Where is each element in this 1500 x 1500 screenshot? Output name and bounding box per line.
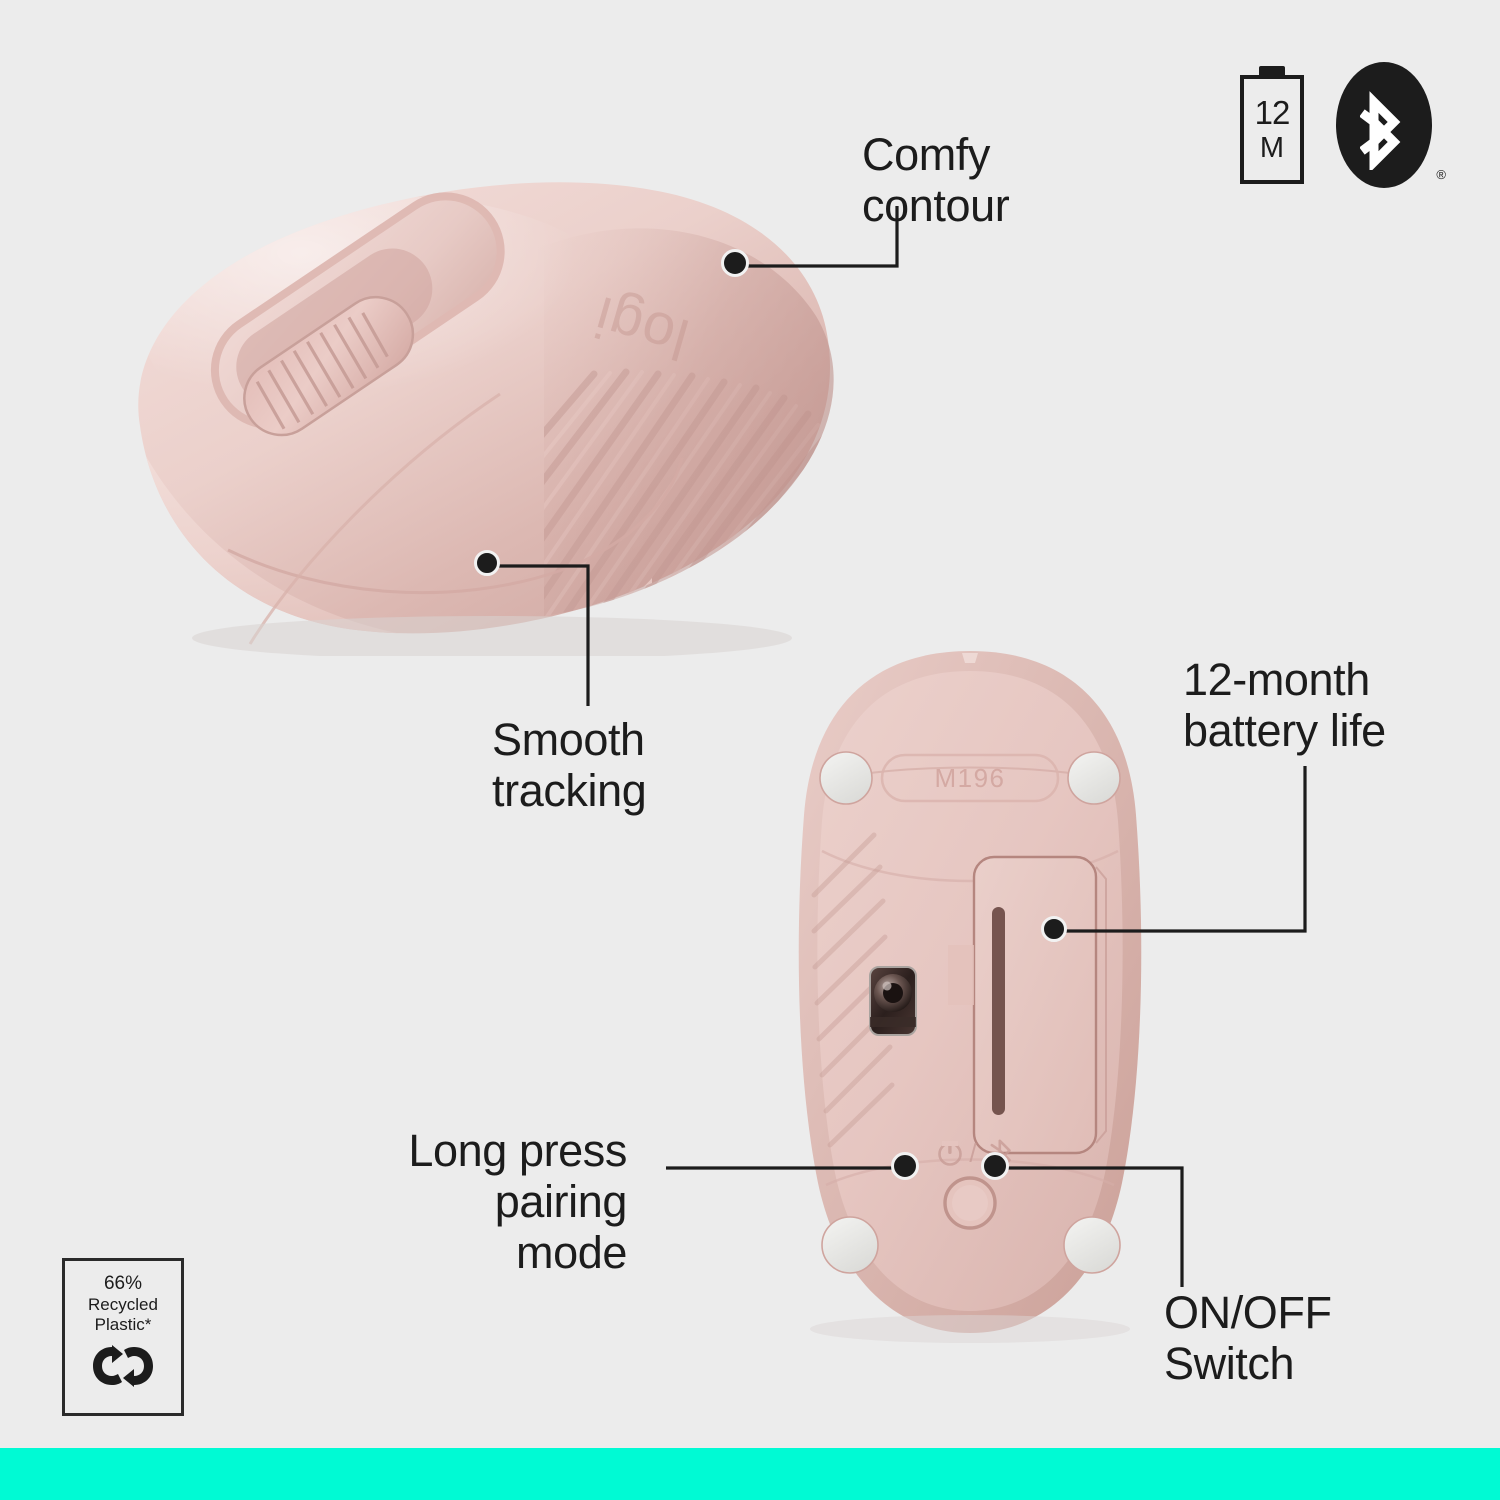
bluetooth-badge: ® [1336,62,1446,188]
recycled-plastic-badge: 66% Recycled Plastic* [62,1258,184,1416]
svg-text:M196: M196 [934,763,1005,793]
callout-dot-smooth-tracking [474,550,500,576]
bottom-accent-stripe [0,1448,1500,1500]
recycling-arrows-icon [93,1345,153,1388]
bluetooth-icon [1360,91,1401,170]
recycled-word-line: Recycled [88,1295,158,1315]
callout-label-battery-life: 12-month battery life [1183,654,1386,756]
mouse-top-view-image: logi [92,126,862,660]
battery-badge-number: 12 [1254,94,1291,131]
recycled-plastic-line: Plastic* [94,1314,152,1334]
callout-label-comfy-contour: Comfy contour [862,129,1010,231]
battery-door [972,855,1107,1155]
recycled-percent: 66% [103,1273,143,1294]
callout-label-pairing-mode: Long press pairing mode [408,1125,627,1278]
pairing-button[interactable] [943,1176,997,1230]
optical-sensor [869,966,917,1036]
callout-dot-comfy-contour [721,249,749,277]
callout-label-onoff-switch: ON/OFF Switch [1164,1287,1332,1389]
registered-trademark-mark: ® [1436,167,1446,182]
feature-badges: 12 M ® [1240,62,1446,188]
callout-dot-battery-life [1041,916,1067,942]
battery-cap-icon [1259,66,1285,77]
battery-badge-unit: M [1259,132,1285,164]
callout-dot-onoff-switch [981,1152,1009,1180]
battery-12m-badge: 12 M [1240,66,1304,184]
mouse-bottom-view-image: M196 [770,645,1170,1345]
svg-text:/: / [969,1138,977,1168]
callout-label-smooth-tracking: Smooth tracking [492,714,647,816]
callout-dot-pairing-mode [891,1152,919,1180]
bluetooth-blob-shape [1336,62,1432,188]
battery-body-icon: 12 M [1240,75,1304,184]
